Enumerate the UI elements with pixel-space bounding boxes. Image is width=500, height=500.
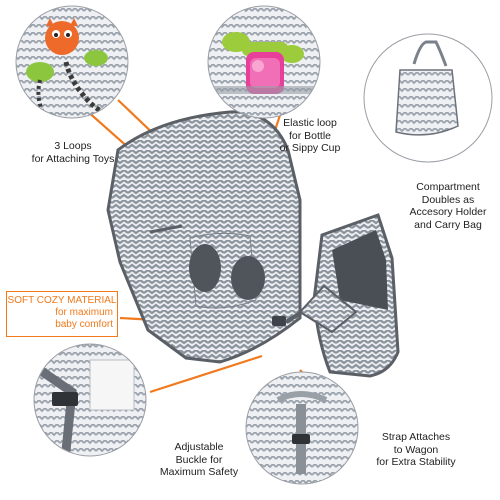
caption-line: or Sippy Cup	[279, 142, 341, 154]
caption-line: Buckle for	[175, 453, 223, 466]
caption-line: Compartment	[416, 181, 480, 193]
cart-cover-illustration	[106, 110, 400, 378]
caption-line: Elastic loop	[283, 117, 337, 129]
soft-material-callout: SOFT COZY MATERIAL for maximum baby comf…	[6, 291, 118, 337]
strap-caption: Strap Attaches to Wagon for Extra Stabil…	[364, 431, 468, 469]
caption-line: and Carry Bag	[414, 218, 482, 231]
loops-caption: 3 Loops for Attaching Toys	[18, 140, 128, 165]
caption-line: Strap Attaches	[381, 431, 451, 443]
soft-material-heading: SOFT COZY MATERIAL	[7, 295, 117, 306]
caption-line: Doubles as	[421, 193, 475, 206]
soft-material-line: baby comfort	[55, 319, 113, 330]
caption-line: for Attaching Toys	[31, 152, 115, 165]
strap-detail-photo	[245, 371, 359, 485]
buckle-detail-photo	[33, 343, 147, 457]
caption-line: 3 Loops	[54, 140, 92, 152]
sippy-cup-icon	[222, 32, 304, 94]
loops-detail-photo	[15, 5, 129, 119]
elastic-loop-detail-photo	[207, 5, 321, 119]
orange-fox-toy-icon	[45, 18, 79, 55]
buckle-caption: Adjustable Buckle for Maximum Safety	[152, 441, 246, 479]
caption-line: Maximum Safety	[159, 466, 239, 478]
caption-line: for Extra Stability	[376, 456, 456, 468]
elastic-loop-caption: Elastic loop for Bottle or Sippy Cup	[275, 117, 345, 155]
soft-material-line: for maximum	[55, 307, 113, 318]
caption-line: Adjustable	[174, 441, 224, 453]
carry-bag-detail-photo	[363, 33, 493, 163]
caption-line: for Bottle	[288, 129, 332, 142]
compartment-caption: Compartment Doubles as Accesory Holder a…	[398, 181, 498, 231]
caption-line: Accesory Holder	[409, 206, 487, 218]
caption-line: to Wagon	[393, 443, 439, 456]
carry-bag-icon	[395, 40, 459, 136]
